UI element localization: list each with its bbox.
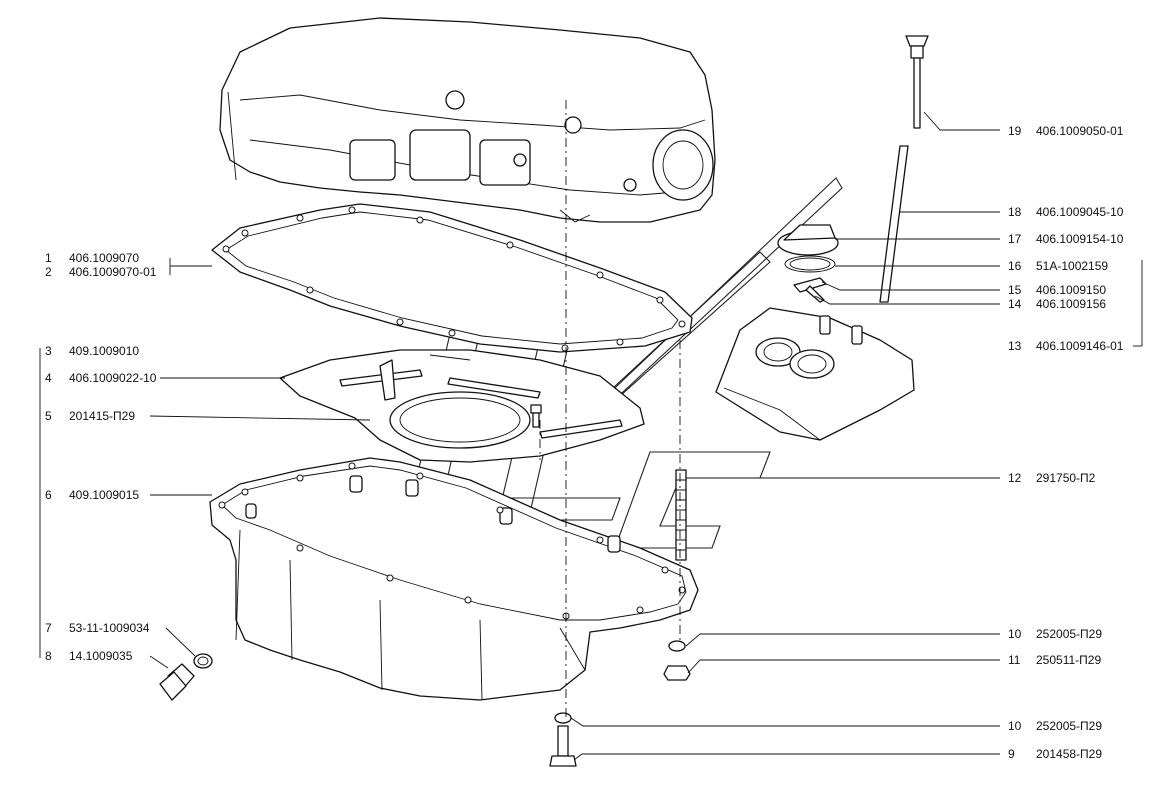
- callout-number: 7: [45, 621, 52, 635]
- callout-number: 16: [1008, 259, 1022, 273]
- callout-number: 11: [1008, 653, 1021, 667]
- callout-number: 18: [1008, 205, 1022, 219]
- callout-number: 13: [1008, 339, 1022, 353]
- callout-number: 12: [1008, 471, 1022, 485]
- callout-part: 14.1009035: [69, 649, 133, 663]
- callout-number: 4: [45, 371, 52, 385]
- callout-number: 15: [1008, 283, 1022, 297]
- oil-pan: [209, 457, 699, 701]
- callout-number: 3: [45, 344, 52, 358]
- gasket-bolt-holes: [222, 206, 686, 352]
- baffle-bolt: [530, 404, 542, 428]
- callout-number: 5: [45, 409, 52, 423]
- callout-number: 2: [45, 265, 52, 279]
- callout-part: 406.1009156: [1036, 297, 1106, 311]
- callout-number: 19: [1008, 124, 1022, 138]
- oil-pump-housing: [715, 307, 915, 441]
- stud: [675, 469, 687, 561]
- callout-part: 406.1009022-10: [69, 371, 157, 385]
- callout-labels: 1 406.1009070 2 406.1009070-01 3 409.100…: [45, 124, 1124, 761]
- assembly-center-lines: [539, 100, 681, 720]
- pan-bolt-assembly: [549, 712, 577, 767]
- callout-number: 6: [45, 488, 52, 502]
- callout-number: 14: [1008, 297, 1022, 311]
- callout-number: 10: [1008, 719, 1022, 733]
- oil-pan-bolt-holes: [218, 462, 686, 620]
- callout-part: 406.1009070: [69, 251, 139, 265]
- dipstick-assembly: [879, 35, 929, 303]
- oil-baffle-plate: [279, 349, 645, 463]
- callout-part: 409.1009010: [69, 344, 139, 358]
- callout-part: 406.1009146-01: [1036, 339, 1124, 353]
- stud-washer-nut: [663, 640, 691, 681]
- oil-pan-gasket: [211, 203, 693, 353]
- callout-number: 10: [1008, 627, 1022, 641]
- callout-part: 409.1009015: [69, 488, 139, 502]
- callout-part: 252005-П29: [1036, 719, 1102, 733]
- callout-part: 406.1009045-10: [1036, 205, 1124, 219]
- callout-part: 406.1009070-01: [69, 265, 157, 279]
- callout-part: 51А-1002159: [1036, 259, 1108, 273]
- leader-lines: [39, 111, 1143, 761]
- oil-filler-cap: [777, 224, 839, 303]
- callout-part: 250511-П29: [1036, 653, 1101, 667]
- callout-part: 201415-П29: [69, 409, 135, 423]
- callout-part: 406.1009050-01: [1036, 124, 1124, 138]
- callout-part: 252005-П29: [1036, 627, 1102, 641]
- callout-part: 406.1009150: [1036, 283, 1106, 297]
- callout-part: 53-11-1009034: [69, 621, 150, 635]
- callout-part: 406.1009154-10: [1036, 232, 1124, 246]
- drain-plug-assembly: [159, 653, 213, 701]
- callout-number: 17: [1008, 232, 1022, 246]
- callout-number: 8: [45, 649, 52, 663]
- callout-number: 1: [45, 251, 52, 265]
- callout-part: 291750-П2: [1036, 471, 1096, 485]
- callout-number: 9: [1008, 747, 1015, 761]
- engine-block: [219, 17, 716, 223]
- callout-part: 201458-П29: [1036, 747, 1102, 761]
